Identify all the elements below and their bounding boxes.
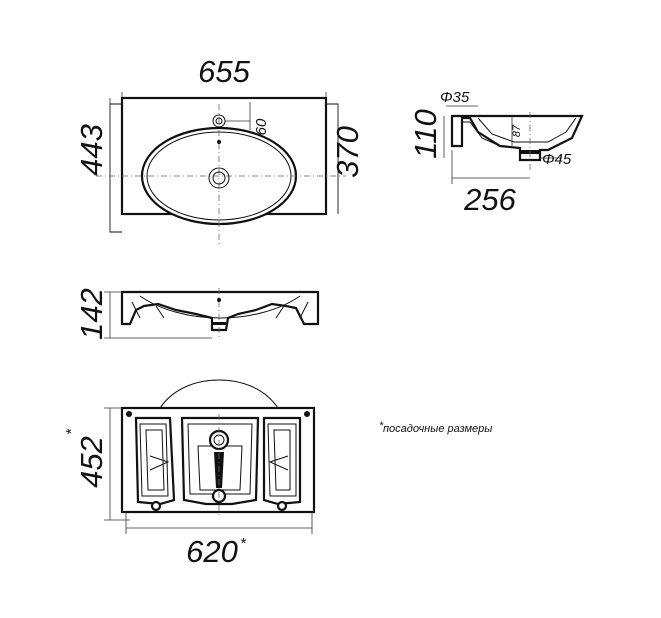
mounting-depth-label: 452: [74, 436, 109, 488]
drain-diameter-label: Φ45: [542, 151, 572, 168]
drain-hole: [208, 167, 230, 189]
basin-profile: [450, 114, 584, 162]
front-height-label: 142: [74, 288, 109, 340]
height-110-label: 110: [408, 109, 443, 158]
note-text: посадочные размеры: [383, 423, 492, 435]
right-cavity: [262, 416, 302, 506]
note: * посадочные размеры: [379, 420, 492, 435]
left-cavity: [134, 416, 176, 506]
top-view: 655 60 443: [74, 54, 365, 244]
mounting-width-label: 620: [186, 534, 238, 569]
tap-hole-offset-label: 60: [253, 118, 270, 135]
depth-label: 443: [74, 124, 109, 176]
inner-depth-label: 87: [511, 124, 523, 137]
overflow-hole: [217, 140, 221, 144]
side-section: Φ35 110 87 Φ45 256: [408, 89, 584, 217]
note-asterisk: *: [379, 420, 384, 432]
overflow-diameter-label: Φ35: [440, 89, 470, 106]
width-label: 655: [198, 54, 250, 89]
mounting-width-asterisk: *: [240, 535, 247, 552]
front-view: 142: [74, 288, 320, 340]
mounting-depth-asterisk: *: [63, 428, 80, 435]
section-width-label: 256: [463, 182, 516, 217]
bottom-view: 452 * 620 *: [63, 379, 316, 569]
bowl-depth-label: 370: [330, 126, 365, 178]
basin-front-outline: [120, 290, 320, 332]
